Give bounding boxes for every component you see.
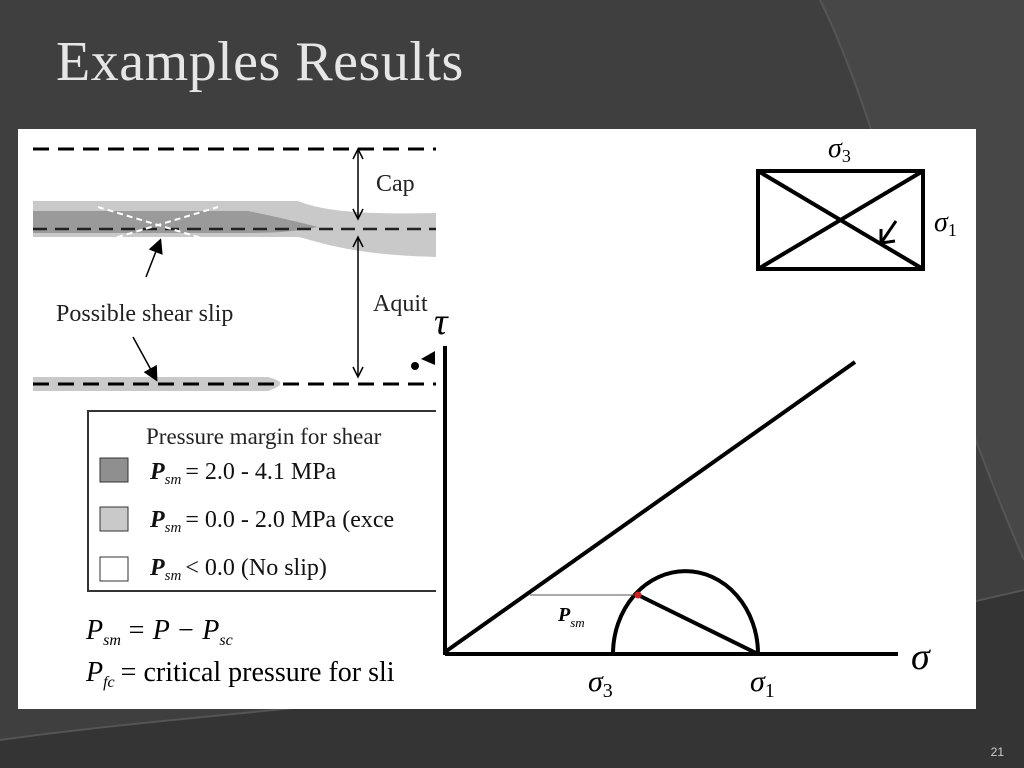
stress-box <box>756 169 925 271</box>
legend-title: Pressure margin for shear <box>146 424 382 449</box>
legend-frame <box>87 410 449 592</box>
sigma-label: σ <box>911 636 931 678</box>
mohr-circle <box>611 569 760 655</box>
legend-item-1: Psm= 2.0 - 4.1 MPa <box>149 459 337 488</box>
legend-swatch-2 <box>99 506 129 532</box>
figure-panel: Cap Aquit Possible shear slip Pressure m… <box>18 129 976 709</box>
small-arrowhead <box>421 351 435 365</box>
shear-slip-label: Possible shear slip <box>56 301 233 327</box>
tau-label: τ <box>434 301 449 343</box>
stress-box-top-label: σ3 <box>828 133 851 166</box>
equation-pfc: Pfc= critical pressure for sli <box>85 657 395 691</box>
reservoir-cross-section <box>33 147 438 391</box>
critical-point <box>634 591 642 599</box>
legend: Pressure margin for shear Psm= 2.0 - 4.1… <box>87 410 449 592</box>
cap-label: Cap <box>376 171 415 197</box>
figure-svg: Cap Aquit Possible shear slip Pressure m… <box>33 129 976 709</box>
upper-layer-dark <box>33 211 318 233</box>
aquifer-label: Aquit <box>373 291 428 317</box>
legend-item-2: Psm= 0.0 - 2.0 MPa (exce <box>149 507 394 536</box>
legend-item-3: Psm< 0.0 (No slip) <box>149 555 327 584</box>
shear-x-line-b <box>97 206 219 244</box>
sigma1-label: σ1 <box>750 665 775 702</box>
equation-psm: Psm= P − Psc <box>85 615 233 649</box>
slide-number: 21 <box>990 745 1004 759</box>
psm-label: Psm <box>557 604 585 630</box>
shear-arrow-upper <box>145 238 163 278</box>
stress-box-side-label: σ1 <box>934 207 957 240</box>
legend-swatch-3 <box>99 556 129 582</box>
mohr-diagram <box>443 346 898 656</box>
legend-swatch-1 <box>99 457 129 483</box>
stress-box-diagonal-b <box>756 169 925 271</box>
stress-element <box>756 169 925 271</box>
shear-arrow-lower <box>132 336 158 382</box>
stress-box-arrow <box>879 220 898 245</box>
small-dot <box>411 362 419 370</box>
stress-line <box>637 593 759 656</box>
failure-envelope <box>443 360 857 654</box>
slide-title: Examples Results <box>56 31 464 93</box>
lower-layer-light <box>33 377 281 391</box>
sigma3-label: σ3 <box>588 665 613 702</box>
mohr-panel-bg <box>436 129 976 709</box>
